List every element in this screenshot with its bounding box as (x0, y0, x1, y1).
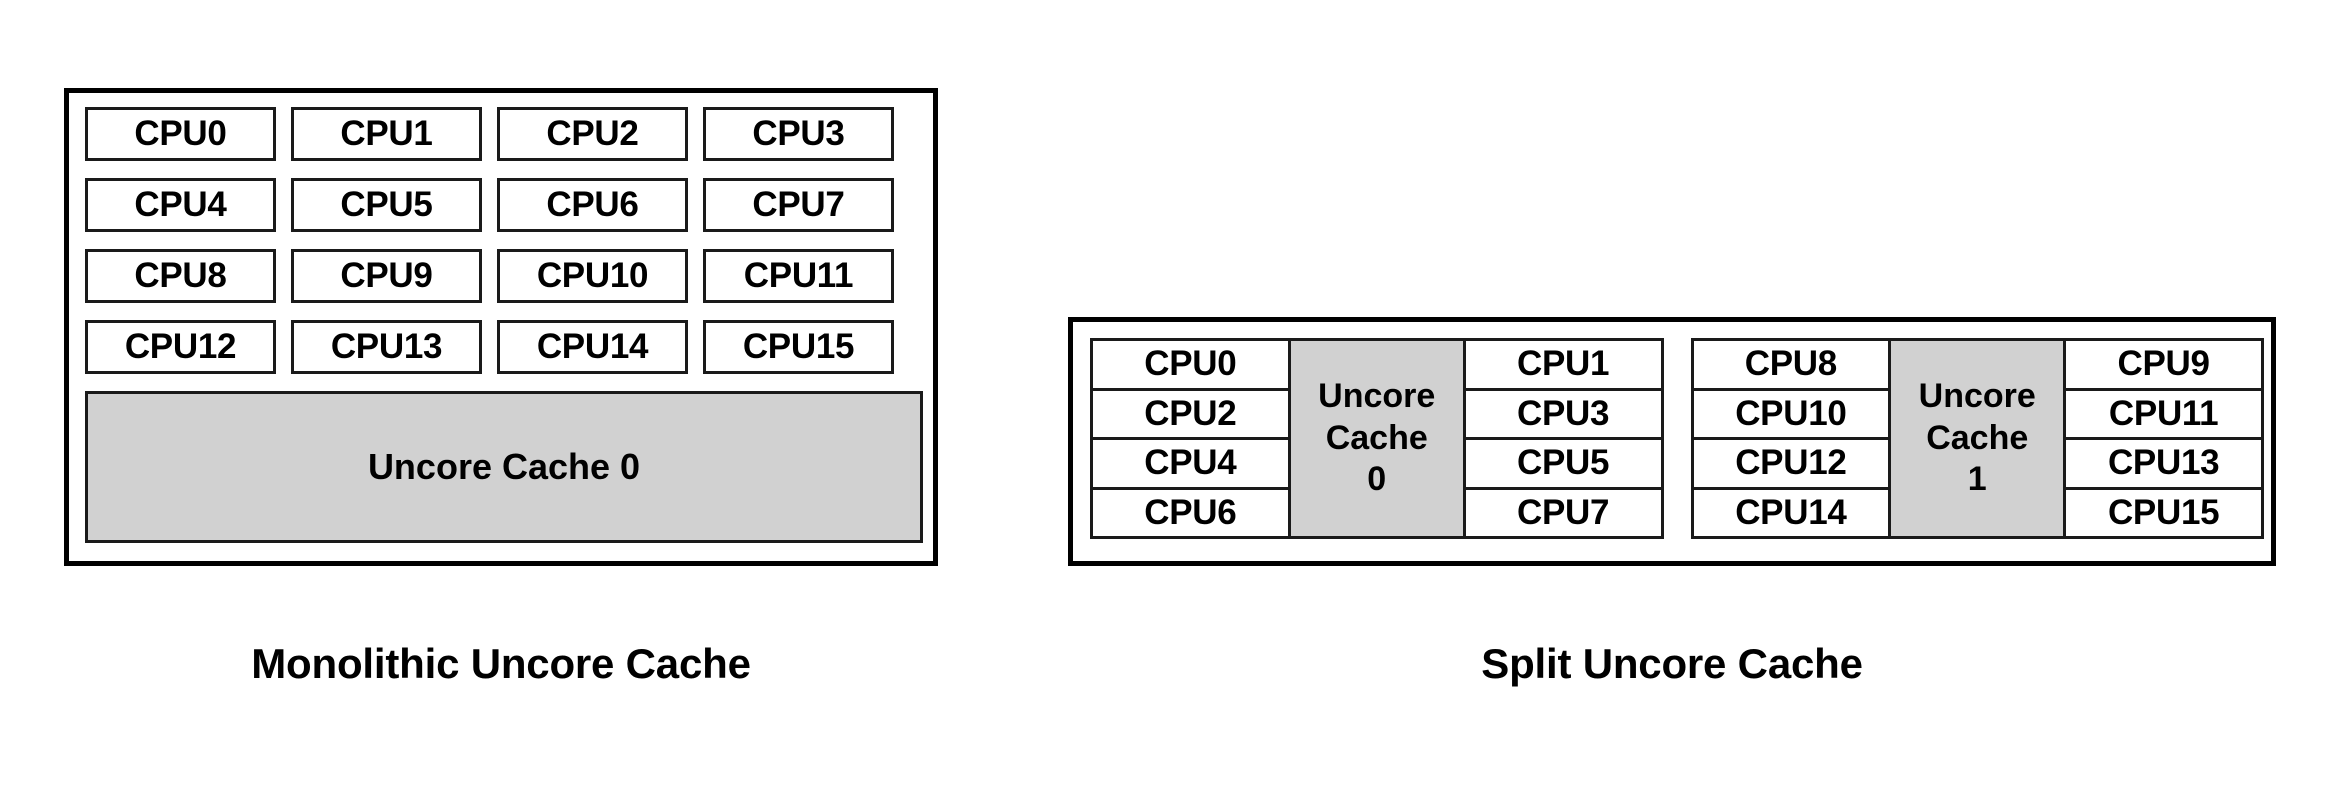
cpu-box: CPU9 (2066, 341, 2261, 391)
cpu-box: CPU1 (1465, 341, 1661, 391)
cpu-box: CPU15 (2066, 489, 2261, 536)
cpu-box: CPU11 (2066, 390, 2261, 440)
cpu-box: CPU11 (703, 249, 894, 303)
cpu-column-left: CPU8 CPU10 CPU12 CPU14 (1693, 341, 1889, 536)
split-groups-container: CPU0 CPU2 CPU4 CPU6 Uncore Cache 0 CPU1 … (1090, 338, 2264, 539)
uncore-cache-label-line2: Cache (1926, 418, 2029, 457)
uncore-cache-label-line1: Uncore (1918, 376, 2036, 415)
split-uncore-panel: CPU0 CPU2 CPU4 CPU6 Uncore Cache 0 CPU1 … (1068, 317, 2276, 566)
cpu-box: CPU4 (1093, 440, 1288, 490)
cpu-box: CPU6 (1093, 489, 1288, 536)
cpu-box: CPU12 (85, 320, 276, 374)
cpu-box: CPU3 (703, 107, 894, 161)
uncore-cache-box: Uncore Cache 1 (1888, 341, 2067, 536)
cache-group-1: CPU8 CPU10 CPU12 CPU14 Uncore Cache 1 CP… (1690, 338, 2264, 539)
cpu-box: CPU14 (1693, 489, 1889, 536)
cpu-box: CPU0 (85, 107, 276, 161)
cpu-column-right: CPU9 CPU11 CPU13 CPU15 (2066, 341, 2261, 536)
uncore-cache-box: Uncore Cache 0 (85, 391, 923, 543)
cpu-box: CPU4 (85, 178, 276, 232)
cpu-box: CPU2 (497, 107, 688, 161)
cpu-box: CPU14 (497, 320, 688, 374)
cpu-box: CPU1 (291, 107, 482, 161)
monolithic-cpu-grid: CPU0 CPU1 CPU2 CPU3 CPU4 CPU5 CPU6 CPU7 … (85, 107, 923, 374)
cpu-box: CPU10 (1693, 390, 1889, 440)
uncore-cache-label-line3: 0 (1367, 460, 1387, 499)
split-panel-caption: Split Uncore Cache (1481, 640, 1863, 687)
cpu-box: CPU10 (497, 249, 688, 303)
cpu-box: CPU6 (497, 178, 688, 232)
cpu-box: CPU15 (703, 320, 894, 374)
uncore-cache-box: Uncore Cache 0 (1287, 341, 1466, 536)
cpu-box: CPU7 (1465, 489, 1661, 536)
cpu-box: CPU13 (2066, 440, 2261, 490)
cpu-column-left: CPU0 CPU2 CPU4 CPU6 (1093, 341, 1288, 536)
cpu-box: CPU5 (291, 178, 482, 232)
uncore-cache-label-line2: Cache (1325, 418, 1428, 457)
monolithic-uncore-panel: CPU0 CPU1 CPU2 CPU3 CPU4 CPU5 CPU6 CPU7 … (64, 88, 938, 566)
uncore-cache-label-line3: 1 (1967, 460, 1987, 499)
uncore-cache-label-line1: Uncore (1318, 376, 1436, 415)
cpu-box: CPU8 (1693, 341, 1889, 391)
cpu-box: CPU0 (1093, 341, 1288, 391)
cpu-box: CPU2 (1093, 390, 1288, 440)
cache-group-0: CPU0 CPU2 CPU4 CPU6 Uncore Cache 0 CPU1 … (1090, 338, 1664, 539)
cpu-box: CPU7 (703, 178, 894, 232)
cpu-box: CPU8 (85, 249, 276, 303)
cpu-column-right: CPU1 CPU3 CPU5 CPU7 (1465, 341, 1661, 536)
cpu-box: CPU12 (1693, 440, 1889, 490)
monolithic-panel-caption: Monolithic Uncore Cache (251, 640, 751, 687)
cpu-box: CPU5 (1465, 440, 1661, 490)
cpu-box: CPU9 (291, 249, 482, 303)
cpu-box: CPU13 (291, 320, 482, 374)
cpu-box: CPU3 (1465, 390, 1661, 440)
